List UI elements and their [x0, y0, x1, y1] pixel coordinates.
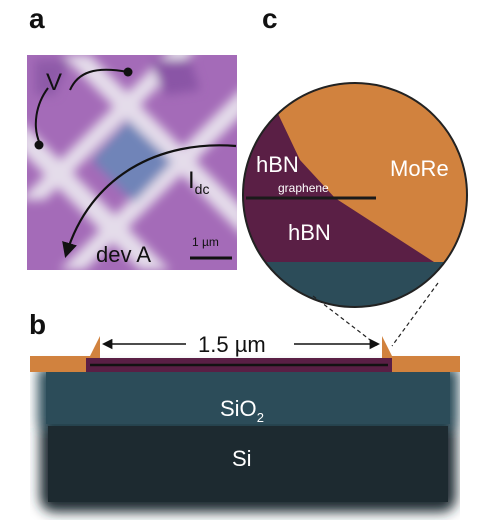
- scalebar-label: 1 µm: [192, 235, 219, 249]
- micrograph-sample: [92, 120, 172, 202]
- micrograph: [27, 55, 237, 270]
- hbn-bottom-label: hBN: [288, 220, 331, 245]
- more-label: MoRe: [390, 156, 449, 181]
- si-layer-core: [48, 426, 448, 502]
- panel-a-letter: a: [29, 3, 45, 34]
- micrograph-stripe: [27, 55, 190, 200]
- si-label: Si: [232, 446, 252, 471]
- cross-section: [30, 336, 460, 512]
- sio2-layer-core: [46, 372, 450, 424]
- zoom-sio2-region: [243, 262, 467, 307]
- length-label: 1.5 µm: [198, 332, 266, 357]
- more-contact-left: [30, 336, 100, 372]
- current-arrow: [62, 144, 237, 258]
- graphene-label: graphene: [278, 181, 329, 195]
- voltage-probe-dot: [34, 140, 44, 150]
- hbn-top-label: hBN: [256, 152, 299, 177]
- micrograph-dark-spot: [35, 60, 70, 95]
- panel-b-letter: b: [29, 309, 46, 340]
- zoom-more-region: [262, 83, 467, 262]
- panel-c-letter: c: [262, 3, 278, 34]
- voltage-probe-path: [69, 68, 129, 91]
- sio2-label: SiO2: [220, 396, 264, 425]
- voltage-label: V: [46, 69, 62, 96]
- current-label: Idc: [188, 167, 209, 197]
- micrograph-stripe: [27, 127, 170, 270]
- micrograph-dark-spot: [150, 60, 200, 95]
- voltage-probe-dot: [123, 67, 133, 77]
- more-contact-right: [382, 336, 460, 372]
- zoom-circle-outline: [242, 82, 468, 308]
- voltage-probe-path: [34, 87, 49, 145]
- device-label: dev A: [96, 242, 151, 267]
- zoom-guide-line: [391, 282, 439, 347]
